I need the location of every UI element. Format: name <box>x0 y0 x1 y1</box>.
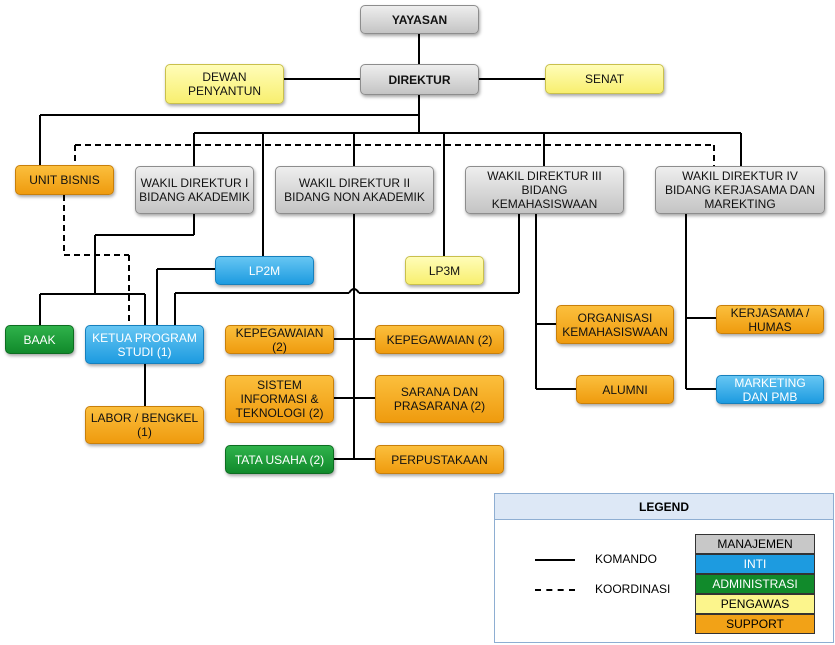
koordinasi-line-sample <box>535 589 575 591</box>
legend-inti: INTI <box>695 554 815 574</box>
komando-line-sample <box>535 559 575 561</box>
sarana-prasarana-box[interactable]: SARANA DAN PRASARANA (2) <box>375 375 504 423</box>
legend-administrasi: ADMINISTRASI <box>695 574 815 594</box>
wadir-1-box[interactable]: WAKIL DIREKTUR I BIDANG AKADEMIK <box>135 166 254 214</box>
unit-bisnis-box[interactable]: UNIT BISNIS <box>15 165 114 195</box>
wadir-2-box[interactable]: WAKIL DIREKTUR II BIDANG NON AKADEMIK <box>275 166 434 214</box>
dewan-penyantun-box[interactable]: DEWAN PENYANTUN <box>165 64 284 104</box>
lp3m-box[interactable]: LP3M <box>405 256 484 285</box>
komando-label: KOMANDO <box>595 552 658 566</box>
direktur-box[interactable]: DIREKTUR <box>360 64 479 95</box>
labor-bengkel-box[interactable]: LABOR / BENGKEL (1) <box>85 406 204 444</box>
yayasan-box[interactable]: YAYASAN <box>360 5 479 34</box>
legend-title: LEGEND <box>495 494 833 520</box>
kerjasama-humas-box[interactable]: KERJASAMA / HUMAS <box>716 305 824 334</box>
baak-box[interactable]: BAAK <box>5 325 74 354</box>
kepegawaian-right-box[interactable]: KEPEGAWAIAN (2) <box>375 325 504 354</box>
sistem-informasi-box[interactable]: SISTEM INFORMASI & TEKNOLOGI (2) <box>225 375 334 423</box>
lp2m-box[interactable]: LP2M <box>215 256 314 285</box>
organisasi-kemahasiswaan-box[interactable]: ORGANISASI KEMAHASISWAAN <box>556 305 674 344</box>
kepegawaian-left-box[interactable]: KEPEGAWAIAN (2) <box>225 325 334 354</box>
legend-manajemen: MANAJEMEN <box>695 534 815 554</box>
alumni-box[interactable]: ALUMNI <box>576 375 674 404</box>
legend: LEGEND KOMANDO KOORDINASI MANAJEMEN INTI… <box>494 493 834 643</box>
legend-support: SUPPORT <box>695 614 815 634</box>
senat-box[interactable]: SENAT <box>545 64 664 94</box>
tata-usaha-box[interactable]: TATA USAHA (2) <box>225 445 334 474</box>
legend-pengawas: PENGAWAS <box>695 594 815 614</box>
wadir-3-box[interactable]: WAKIL DIREKTUR III BIDANG KEMAHASISWAAN <box>465 166 624 214</box>
wadir-4-box[interactable]: WAKIL DIREKTUR IV BIDANG KERJASAMA DAN M… <box>655 166 825 214</box>
koordinasi-label: KOORDINASI <box>595 582 671 596</box>
kaprodi-box[interactable]: KETUA PROGRAM STUDI (1) <box>85 325 204 364</box>
marketing-pmb-box[interactable]: MARKETING DAN PMB <box>716 375 824 404</box>
perpustakaan-box[interactable]: PERPUSTAKAAN <box>375 445 504 474</box>
